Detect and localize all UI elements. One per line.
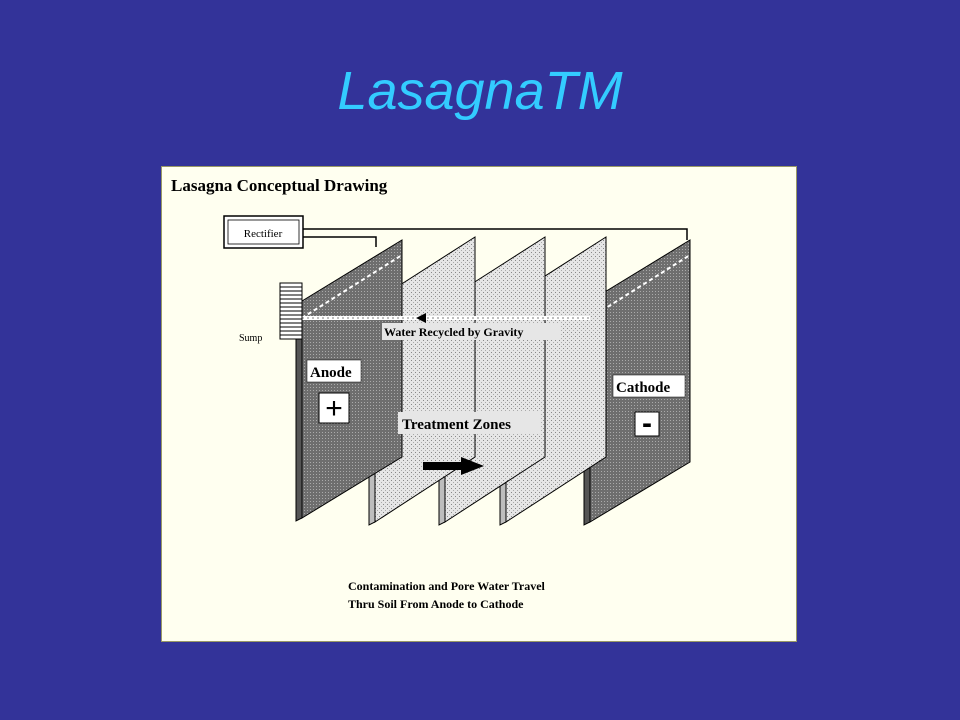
water-recycle-line bbox=[302, 313, 590, 323]
lasagna-conceptual-drawing: Lasagna Conceptual Drawing Rectifier bbox=[161, 166, 797, 642]
cathode-label: Cathode bbox=[616, 380, 671, 396]
sump bbox=[279, 282, 303, 340]
flow-arrow bbox=[423, 457, 484, 475]
treatment-zones-label: Treatment Zones bbox=[402, 417, 511, 433]
rectifier-label: Rectifier bbox=[244, 228, 283, 240]
anode-label: Anode bbox=[310, 365, 352, 381]
anode-plus-sign: + bbox=[325, 392, 343, 425]
rectifier-wires bbox=[303, 228, 688, 247]
figure-title: Lasagna Conceptual Drawing bbox=[171, 176, 388, 195]
cathode-minus-sign: - bbox=[642, 407, 652, 440]
slide-title: LasagnaTM bbox=[337, 61, 623, 121]
caption-line-2: Thru Soil From Anode to Cathode bbox=[348, 597, 524, 611]
water-recycled-label: Water Recycled by Gravity bbox=[384, 325, 523, 339]
sump-label: Sump bbox=[239, 333, 262, 344]
caption-line-1: Contamination and Pore Water Travel bbox=[348, 579, 546, 593]
rectifier: Rectifier bbox=[223, 215, 304, 249]
